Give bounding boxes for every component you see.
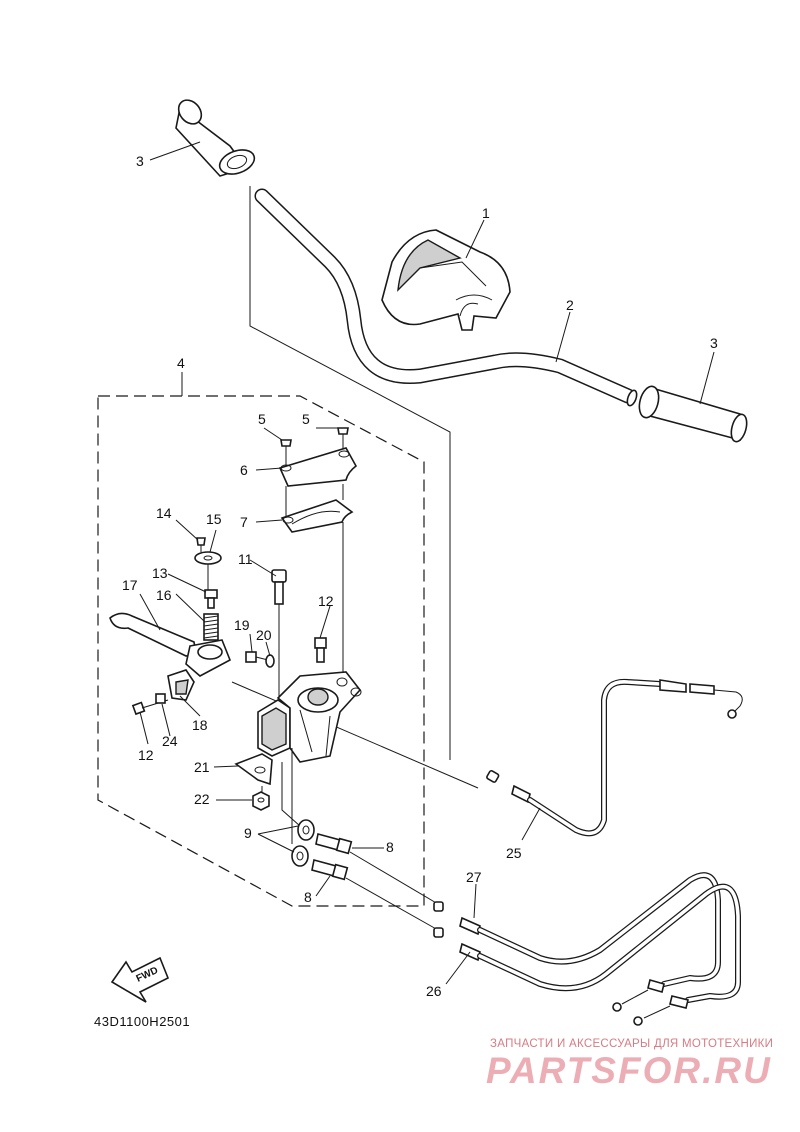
handlebar-cover xyxy=(381,229,511,331)
fwd-arrow: FWD xyxy=(110,956,170,1003)
callout-5-right: 5 xyxy=(302,411,310,427)
callout-9: 9 xyxy=(244,825,252,841)
cable-25 xyxy=(486,678,743,837)
callout-17: 16 xyxy=(156,587,172,603)
callout-25: 25 xyxy=(506,845,522,861)
washer-9-lower xyxy=(291,845,309,867)
bolt-8-lower xyxy=(311,859,349,881)
callout-3-left: 3 xyxy=(136,153,144,169)
callout-3-right: 3 xyxy=(710,335,718,351)
bolt-20 xyxy=(245,651,269,663)
cable-27 xyxy=(433,872,721,1012)
callout-numbers: 3 1 2 3 4 5 5 6 7 14 15 11 13 17 16 12 1… xyxy=(122,153,718,999)
callout-leaders xyxy=(139,141,715,985)
watermark-subtitle: ЗАПЧАСТИ И АКСЕССУАРЫ ДЛЯ МОТОТЕХНИКИ xyxy=(490,1038,774,1050)
callout-8-lower: 8 xyxy=(304,889,312,905)
cable-26 xyxy=(433,883,741,1026)
leader-clamp xyxy=(285,484,344,678)
callout-1: 1 xyxy=(482,205,490,221)
washer-21 xyxy=(265,654,275,668)
nut-23 xyxy=(252,791,270,811)
leader-washers xyxy=(281,748,301,844)
left-grip xyxy=(175,99,256,177)
callout-27: 27 xyxy=(466,869,482,885)
callout-7: 7 xyxy=(240,514,248,530)
cable-holder-22 xyxy=(234,753,273,786)
handlebar xyxy=(254,188,638,407)
bolt-13 xyxy=(314,637,327,663)
bolt-11 xyxy=(271,569,287,712)
pivot-bolt-14 xyxy=(204,589,218,609)
lever-holder-19 xyxy=(167,669,195,701)
callout-22: 21 xyxy=(194,759,210,775)
bolt-8-upper xyxy=(315,833,353,855)
callout-2: 2 xyxy=(566,297,574,313)
callout-13: 12 xyxy=(318,593,334,609)
callout-6: 6 xyxy=(240,462,248,478)
callout-12: 12 xyxy=(138,747,154,763)
right-grip xyxy=(638,385,748,443)
callout-19: 18 xyxy=(192,717,208,733)
leader-pivot xyxy=(200,545,209,590)
diagram-code: 43D1100H2501 xyxy=(94,1014,191,1029)
washer-16 xyxy=(194,551,222,565)
callout-5-left: 5 xyxy=(258,411,266,427)
callout-24: 24 xyxy=(162,733,178,749)
callout-11: 11 xyxy=(238,551,253,567)
callout-14: 13 xyxy=(152,565,168,581)
assembly-group-box xyxy=(97,395,425,907)
leader-handlebar xyxy=(249,186,451,760)
callout-20: 19 xyxy=(234,617,250,633)
callout-18: 17 xyxy=(122,577,138,593)
collar-24 xyxy=(155,693,166,704)
spring-17 xyxy=(203,613,219,641)
callout-16: 15 xyxy=(206,511,222,527)
callout-4: 4 xyxy=(177,355,185,371)
callout-26: 26 xyxy=(426,983,442,999)
callout-23: 22 xyxy=(194,791,210,807)
watermark-brand: PARTSFOR.RU xyxy=(486,1050,772,1091)
callout-21: 20 xyxy=(256,627,272,643)
screw-15 xyxy=(196,537,206,546)
clamp-plate-7 xyxy=(280,499,354,533)
leader-bolts xyxy=(345,851,439,931)
washer-9-upper xyxy=(297,819,315,841)
clutch-lever-18 xyxy=(109,612,232,677)
lever-bracket-body xyxy=(231,671,479,789)
callout-15: 14 xyxy=(156,505,172,521)
clamp-plate-6 xyxy=(278,447,358,487)
callout-8-upper: 8 xyxy=(386,839,394,855)
